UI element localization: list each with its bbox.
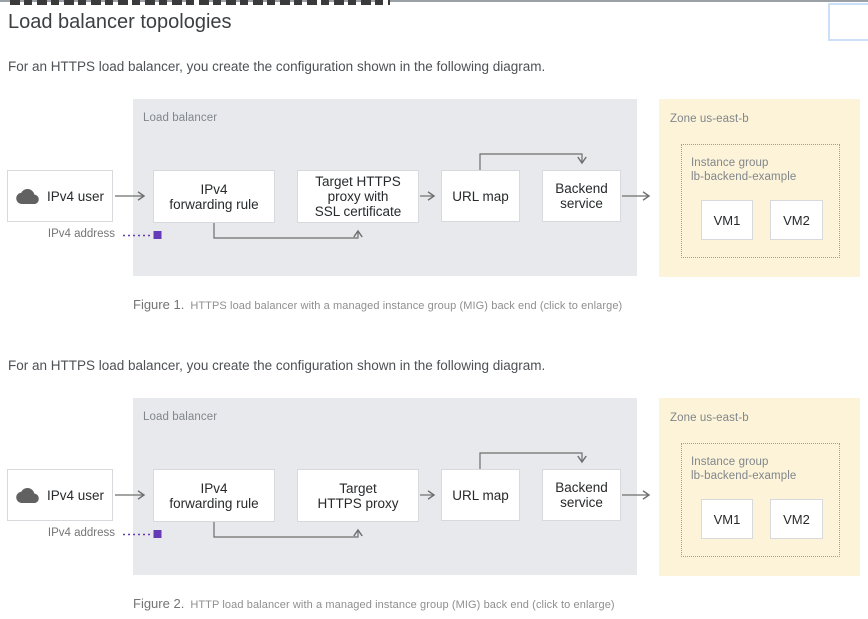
figure-label: Figure 2. <box>133 596 185 611</box>
instance-group-box: Instance group lb-backend-example VM1 VM… <box>681 144 840 258</box>
cropped-corner-button[interactable] <box>828 3 868 41</box>
address-endpoint-marker <box>153 530 162 538</box>
figure-2-caption: Figure 2. HTTP load balancer with a mana… <box>133 596 615 611</box>
vm1-node: VM1 <box>701 499 753 539</box>
cloud-icon <box>16 487 39 503</box>
figure-1-diagram[interactable]: Load balancer Zone us-east-b Instance gr… <box>0 99 868 277</box>
elbow-urlmap-to-backend <box>479 452 587 469</box>
figure-1-caption: Figure 1. HTTPS load balancer with a man… <box>133 297 622 312</box>
vm2-node: VM2 <box>770 200 823 240</box>
connector-lines <box>115 452 651 538</box>
figure-2-diagram[interactable]: Load balancer Zone us-east-b Instance gr… <box>0 398 868 576</box>
load-balancer-label: Load balancer <box>143 411 218 423</box>
load-balancer-label: Load balancer <box>143 112 218 124</box>
connector-lines <box>115 153 651 239</box>
instance-group-box: Instance group lb-backend-example VM1 VM… <box>681 443 840 557</box>
cropped-heading-remnant <box>10 0 390 5</box>
vm2-node: VM2 <box>770 499 823 539</box>
ipv4-user-label: IPv4 user <box>46 487 105 503</box>
ipv4-user-node: IPv4 user <box>7 469 113 521</box>
intro-paragraph-2: For an HTTPS load balancer, you create t… <box>8 358 546 373</box>
figure-description: HTTPS load balancer with a managed insta… <box>190 300 623 312</box>
backend-service-node: Backend service <box>542 469 621 521</box>
url-map-node: URL map <box>441 170 520 222</box>
elbow-rule-to-proxy <box>213 522 363 538</box>
vm1-node: VM1 <box>701 200 753 240</box>
url-map-node: URL map <box>441 469 520 521</box>
backend-service-node: Backend service <box>542 170 621 222</box>
zone-label: Zone us-east-b <box>670 113 749 125</box>
cloud-icon <box>16 188 39 204</box>
figure-label: Figure 1. <box>133 297 185 312</box>
page-title: Load balancer topologies <box>8 11 232 33</box>
forwarding-rule-node: IPv4 forwarding rule <box>153 469 275 522</box>
zone-container: Zone us-east-b Instance group lb-backend… <box>659 398 860 576</box>
intro-paragraph-1: For an HTTPS load balancer, you create t… <box>8 59 546 74</box>
elbow-urlmap-to-backend <box>479 153 587 170</box>
zone-label: Zone us-east-b <box>670 412 749 424</box>
ipv4-user-node: IPv4 user <box>7 170 113 222</box>
zone-container: Zone us-east-b Instance group lb-backend… <box>659 99 860 277</box>
ipv4-user-label: IPv4 user <box>46 188 105 204</box>
figure-description: HTTP load balancer with a managed instan… <box>190 599 615 611</box>
target-proxy-node: Target HTTPS proxy with SSL certificate <box>297 170 419 223</box>
ipv4-address-label: IPv4 address <box>47 228 115 240</box>
forwarding-rule-node: IPv4 forwarding rule <box>153 170 275 223</box>
address-endpoint-marker <box>153 231 162 239</box>
top-divider <box>0 0 868 2</box>
instance-group-label: Instance group lb-backend-example <box>691 456 797 482</box>
elbow-rule-to-proxy <box>213 223 363 239</box>
instance-group-label: Instance group lb-backend-example <box>691 157 797 183</box>
ipv4-address-label: IPv4 address <box>47 527 115 539</box>
target-proxy-node: Target HTTPS proxy <box>297 469 419 522</box>
